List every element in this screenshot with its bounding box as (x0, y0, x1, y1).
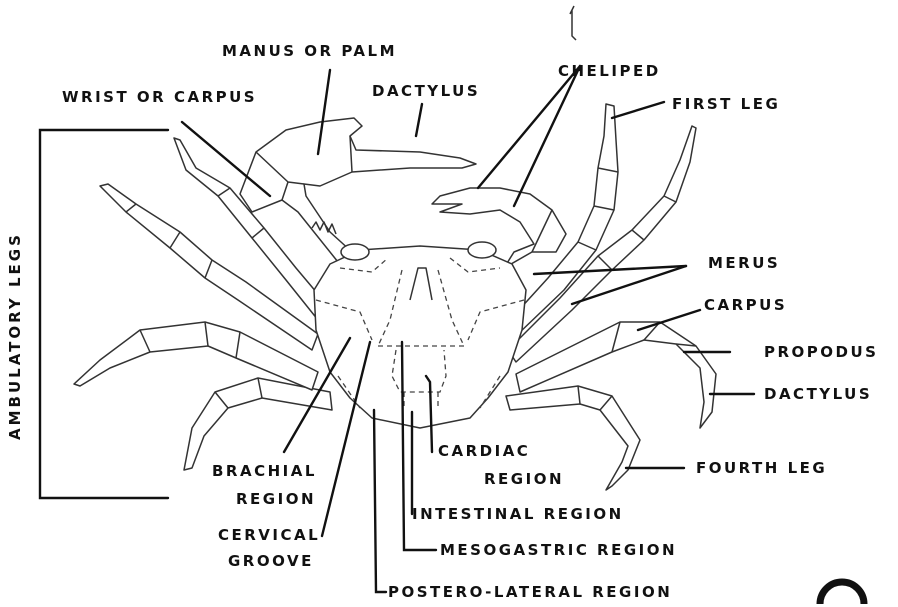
groove-label: GROOVE (228, 552, 314, 570)
carpus-label: CARPUS (704, 296, 787, 314)
postero-lateral-label: POSTERO-LATERAL REGION (388, 583, 672, 601)
top-mark (570, 6, 576, 40)
cardiac-label: CARDIAC (438, 442, 530, 460)
mesogastric-label: MESOGASTRIC REGION (440, 541, 677, 559)
wrist-label: WRIST OR CARPUS (62, 88, 257, 106)
dactylus-top-label: DACTYLUS (372, 82, 480, 100)
dactylus-right-label: DACTYLUS (764, 385, 872, 403)
carapace (314, 242, 526, 428)
intestinal-label: INTESTINAL REGION (412, 505, 624, 523)
cervical-label: CERVICAL (218, 526, 320, 544)
corner-mark (820, 582, 864, 604)
manus-label: MANUS OR PALM (222, 42, 397, 60)
brachial-region-label: REGION (236, 490, 316, 508)
left-cheliped (240, 118, 476, 262)
cheliped-label: CHELIPED (558, 62, 661, 80)
cardiac-region-label: REGION (484, 470, 564, 488)
propodus-label: PROPODUS (764, 343, 878, 361)
brachial-label: BRACHIAL (212, 462, 317, 480)
fourth-leg-label: FOURTH LEG (696, 459, 827, 477)
merus-label: MERUS (708, 254, 780, 272)
right-legs (506, 104, 716, 490)
first-leg-label: FIRST LEG (672, 95, 780, 113)
ambulatory-legs-label: AMBULATORY LEGS (6, 232, 24, 440)
